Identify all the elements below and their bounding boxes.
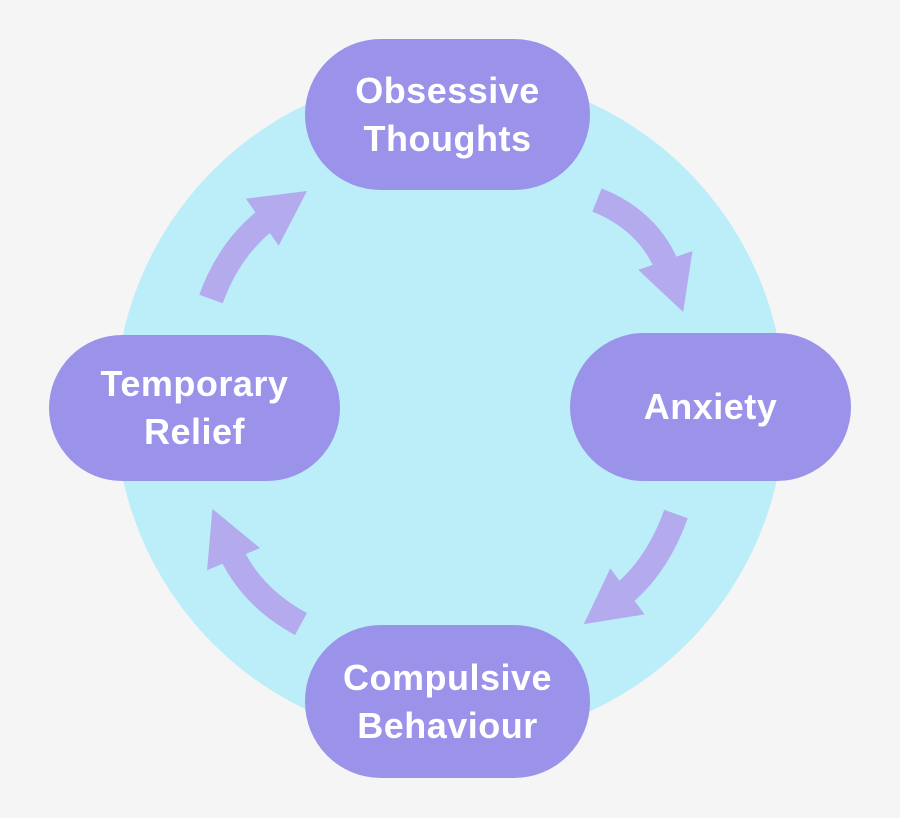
node-obsessive-thoughts: Obsessive Thoughts xyxy=(305,39,590,190)
arrow-obsessive-thoughts-to-anxiety-icon xyxy=(592,188,693,313)
node-anxiety: Anxiety xyxy=(570,333,851,481)
arrow-anxiety-to-compulsive-behaviour-icon xyxy=(583,509,688,625)
node-compulsive-behaviour-label: Compulsive Behaviour xyxy=(342,656,553,746)
node-compulsive-behaviour: Compulsive Behaviour xyxy=(305,625,590,778)
node-temporary-relief: Temporary Relief xyxy=(49,335,340,481)
node-obsessive-thoughts-label: Obsessive Thoughts xyxy=(355,69,540,159)
arrow-temporary-relief-to-obsessive-thoughts-icon xyxy=(199,190,308,304)
arrow-compulsive-behaviour-to-temporary-relief-icon xyxy=(207,508,308,636)
node-temporary-relief-label: Temporary Relief xyxy=(100,363,289,452)
node-anxiety-label: Anxiety xyxy=(643,386,778,427)
